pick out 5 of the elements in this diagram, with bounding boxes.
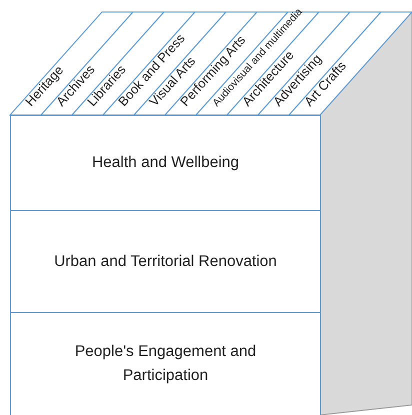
row-label: Urban and Territorial Renovation xyxy=(54,252,277,272)
row-band xyxy=(10,210,321,313)
row-label: Health and Wellbeing xyxy=(92,153,240,173)
row-band xyxy=(10,312,321,415)
row-label: People's Engagement and Participation xyxy=(74,342,258,386)
